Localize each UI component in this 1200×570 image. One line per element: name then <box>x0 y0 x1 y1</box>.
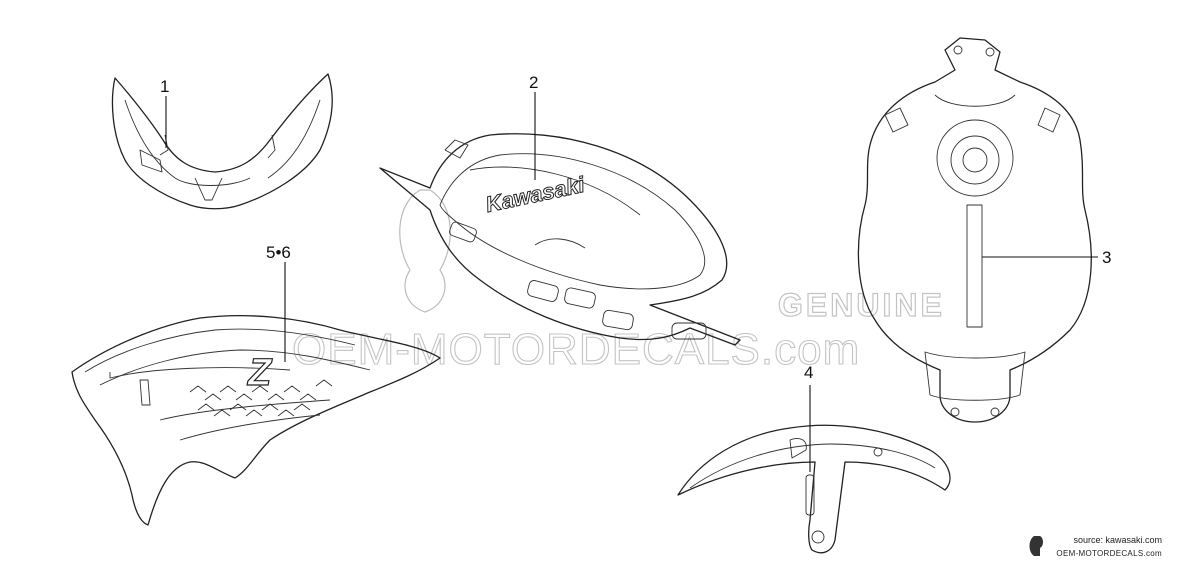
callout-1: 1 <box>160 77 169 96</box>
callout-3: 3 <box>1102 248 1111 267</box>
part-2-tank-cover: Kawasaki <box>379 133 741 346</box>
part-4-front-fender <box>677 424 951 554</box>
watermark-figure-icon <box>399 189 451 313</box>
watermark-genuine: GENUINE <box>778 287 945 323</box>
shroud-pattern <box>189 379 333 417</box>
part-5-6-side-shroud: Z <box>71 315 441 526</box>
shroud-z-decal: Z <box>247 352 273 394</box>
part-3-fuel-tank <box>857 37 1092 423</box>
callout-4: 4 <box>804 363 813 382</box>
source-text: source: kawasaki.com <box>1073 535 1162 545</box>
callout-2: 2 <box>529 73 538 92</box>
source-credit: source: kawasaki.com OEM-MOTORDECALS.com <box>1056 534 1162 560</box>
callout-5-6: 5•6 <box>266 243 291 262</box>
watermark: GENUINE OEM-MOTORDECALS.com <box>291 189 945 375</box>
watermark-site: OEM-MOTORDECALS.com <box>292 325 860 374</box>
credit-logo-icon <box>1029 536 1043 556</box>
part-1-upper-cowl <box>111 73 333 210</box>
source-site: OEM-MOTORDECALS.com <box>1056 549 1162 558</box>
